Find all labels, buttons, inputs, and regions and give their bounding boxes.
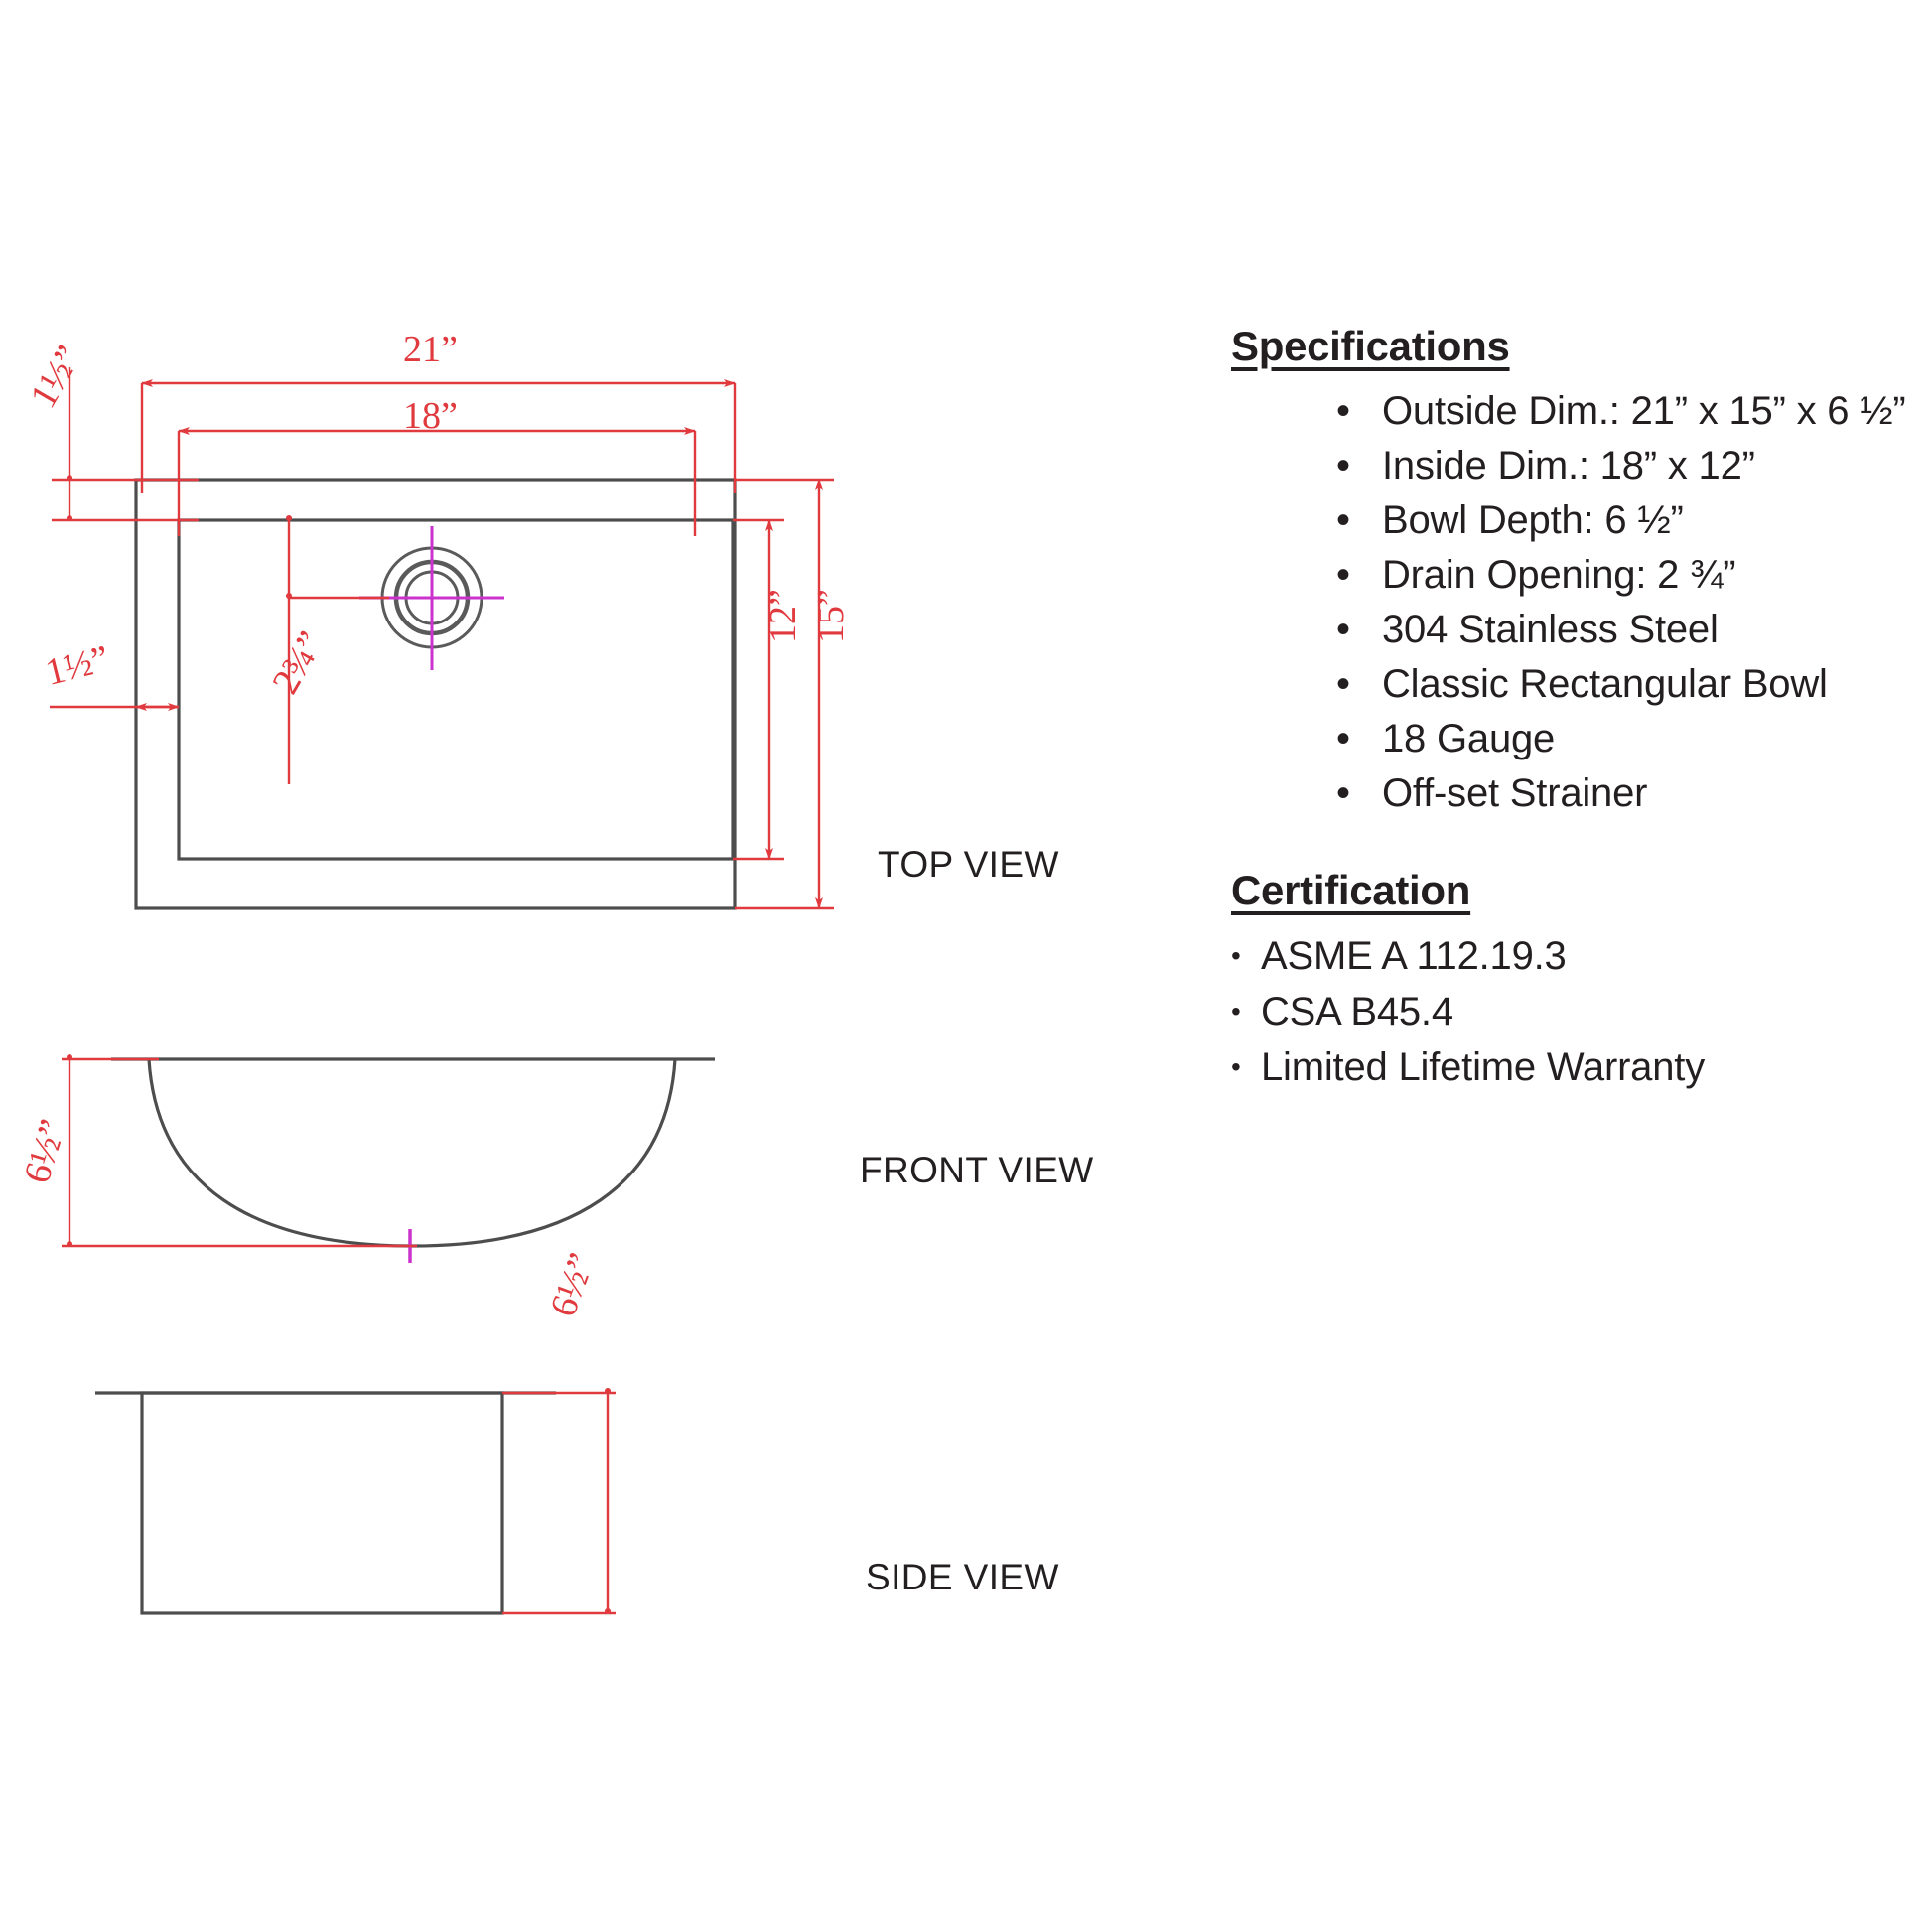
list-item: • 18 Gauge [1330,712,1886,766]
certification-heading: Certification [1231,867,1471,913]
list-item: • 304 Stainless Steel [1330,603,1886,657]
dim-label-inner-depth: 12” [762,589,804,643]
list-item: • Classic Rectangular Bowl [1330,657,1886,712]
list-item: • Outside Dim.: 21” x 15” x 6 ½” [1330,384,1906,439]
bullet-icon: • [1231,940,1241,971]
list-item: • Drain Opening: 2 ¾” [1330,548,1886,603]
certification-list: • ASME A 112.19.3 • CSA B45.4 • Limited … [1231,928,1886,1095]
front-view-dimensions [62,1054,417,1248]
side-view-body [140,1391,504,1615]
bullet-icon: • [1336,662,1350,706]
spec-item-text: Classic Rectangular Bowl [1382,662,1828,706]
spec-item-text: Inside Dim.: 18” x 12” [1382,444,1755,487]
front-view-geometry [111,1057,715,1263]
bullet-icon: • [1336,717,1350,760]
bullet-icon: • [1336,389,1350,433]
bullet-icon: • [1336,771,1350,815]
list-item: • Limited Lifetime Warranty [1231,1039,1886,1095]
list-item: • Inside Dim.: 18” x 12” [1330,439,1886,493]
spec-item-text: 18 Gauge [1382,717,1556,760]
specifications-heading: Specifications [1231,323,1510,369]
top-view-inner-bowl [177,518,735,861]
bullet-icon: • [1336,553,1350,597]
view-label-top: TOP VIEW [878,844,1059,885]
spec-item-text: Drain Opening: 2 ¾” [1382,553,1736,597]
bullet-icon: • [1231,996,1241,1027]
bullet-icon: • [1231,1051,1241,1082]
bullet-icon: • [1336,498,1350,542]
list-item: • ASME A 112.19.3 [1231,928,1886,984]
certification-panel: Certification • ASME A 112.19.3 • CSA B4… [1231,867,1886,1095]
view-label-side: SIDE VIEW [866,1557,1059,1597]
bullet-icon: • [1336,444,1350,487]
bullet-icon: • [1336,608,1350,651]
specifications-panel: Specifications • Outside Dim.: 21” x 15”… [1231,323,1906,1095]
list-item: • Bowl Depth: 6 ½” [1330,493,1886,548]
top-view-geometry [134,478,737,910]
side-view-geometry [95,1391,556,1615]
spec-item-text: Bowl Depth: 6 ½” [1382,498,1684,542]
cert-item-text: Limited Lifetime Warranty [1261,1045,1705,1089]
top-view-outer-rim [134,478,737,910]
spec-item-text: 304 Stainless Steel [1382,608,1719,651]
list-item: • CSA B45.4 [1231,984,1886,1039]
cert-item-text: ASME A 112.19.3 [1261,934,1567,978]
spec-item-text: Off-set Strainer [1382,771,1648,815]
cert-item-text: CSA B45.4 [1261,990,1453,1034]
dim-label-outer-depth: 15” [810,589,852,643]
dim-label-outer-width: 21” [403,329,458,370]
spec-item-text: Outside Dim.: 21” x 15” x 6 ½” [1382,389,1906,433]
dim-label-inner-width: 18” [403,395,458,437]
specifications-list: • Outside Dim.: 21” x 15” x 6 ½” • Insid… [1231,384,1906,821]
view-label-front: FRONT VIEW [860,1150,1094,1190]
front-view-bowl-curve [147,1058,677,1248]
top-view-dimensions [50,367,834,910]
side-view-dimensions [502,1388,616,1615]
list-item: • Off-set Strainer [1330,766,1886,821]
